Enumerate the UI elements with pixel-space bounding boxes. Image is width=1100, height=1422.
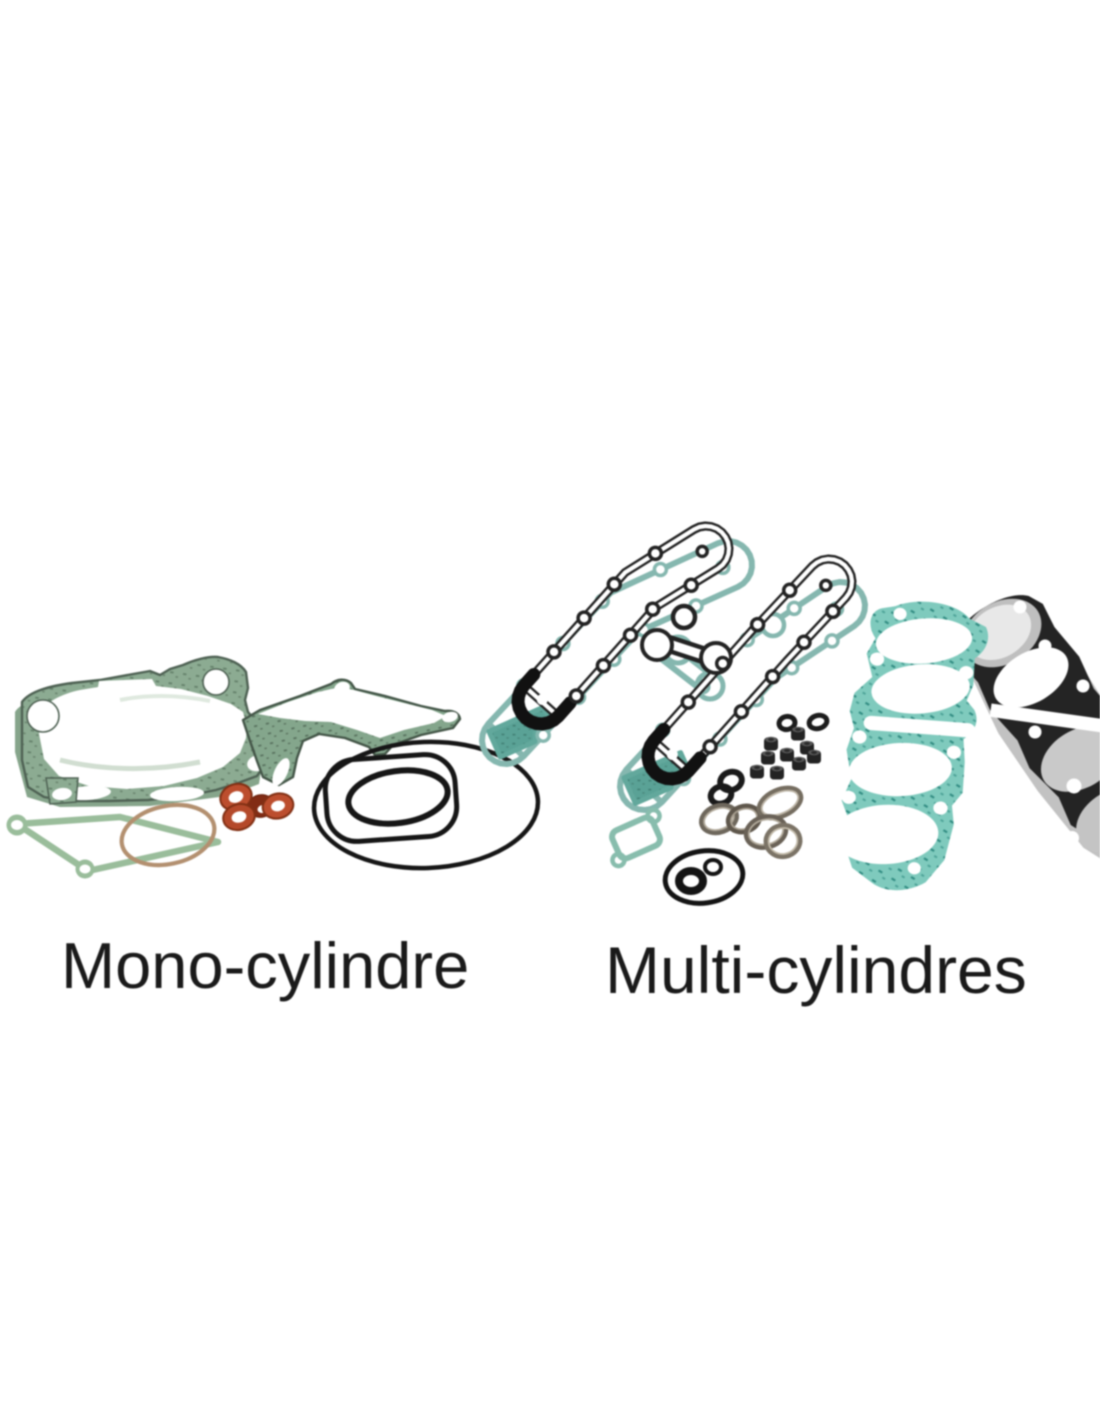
svg-text:Mono-cylindre: Mono-cylindre (61, 929, 469, 1002)
svg-text:Multi-cylindres: Multi-cylindres (605, 933, 1027, 1007)
